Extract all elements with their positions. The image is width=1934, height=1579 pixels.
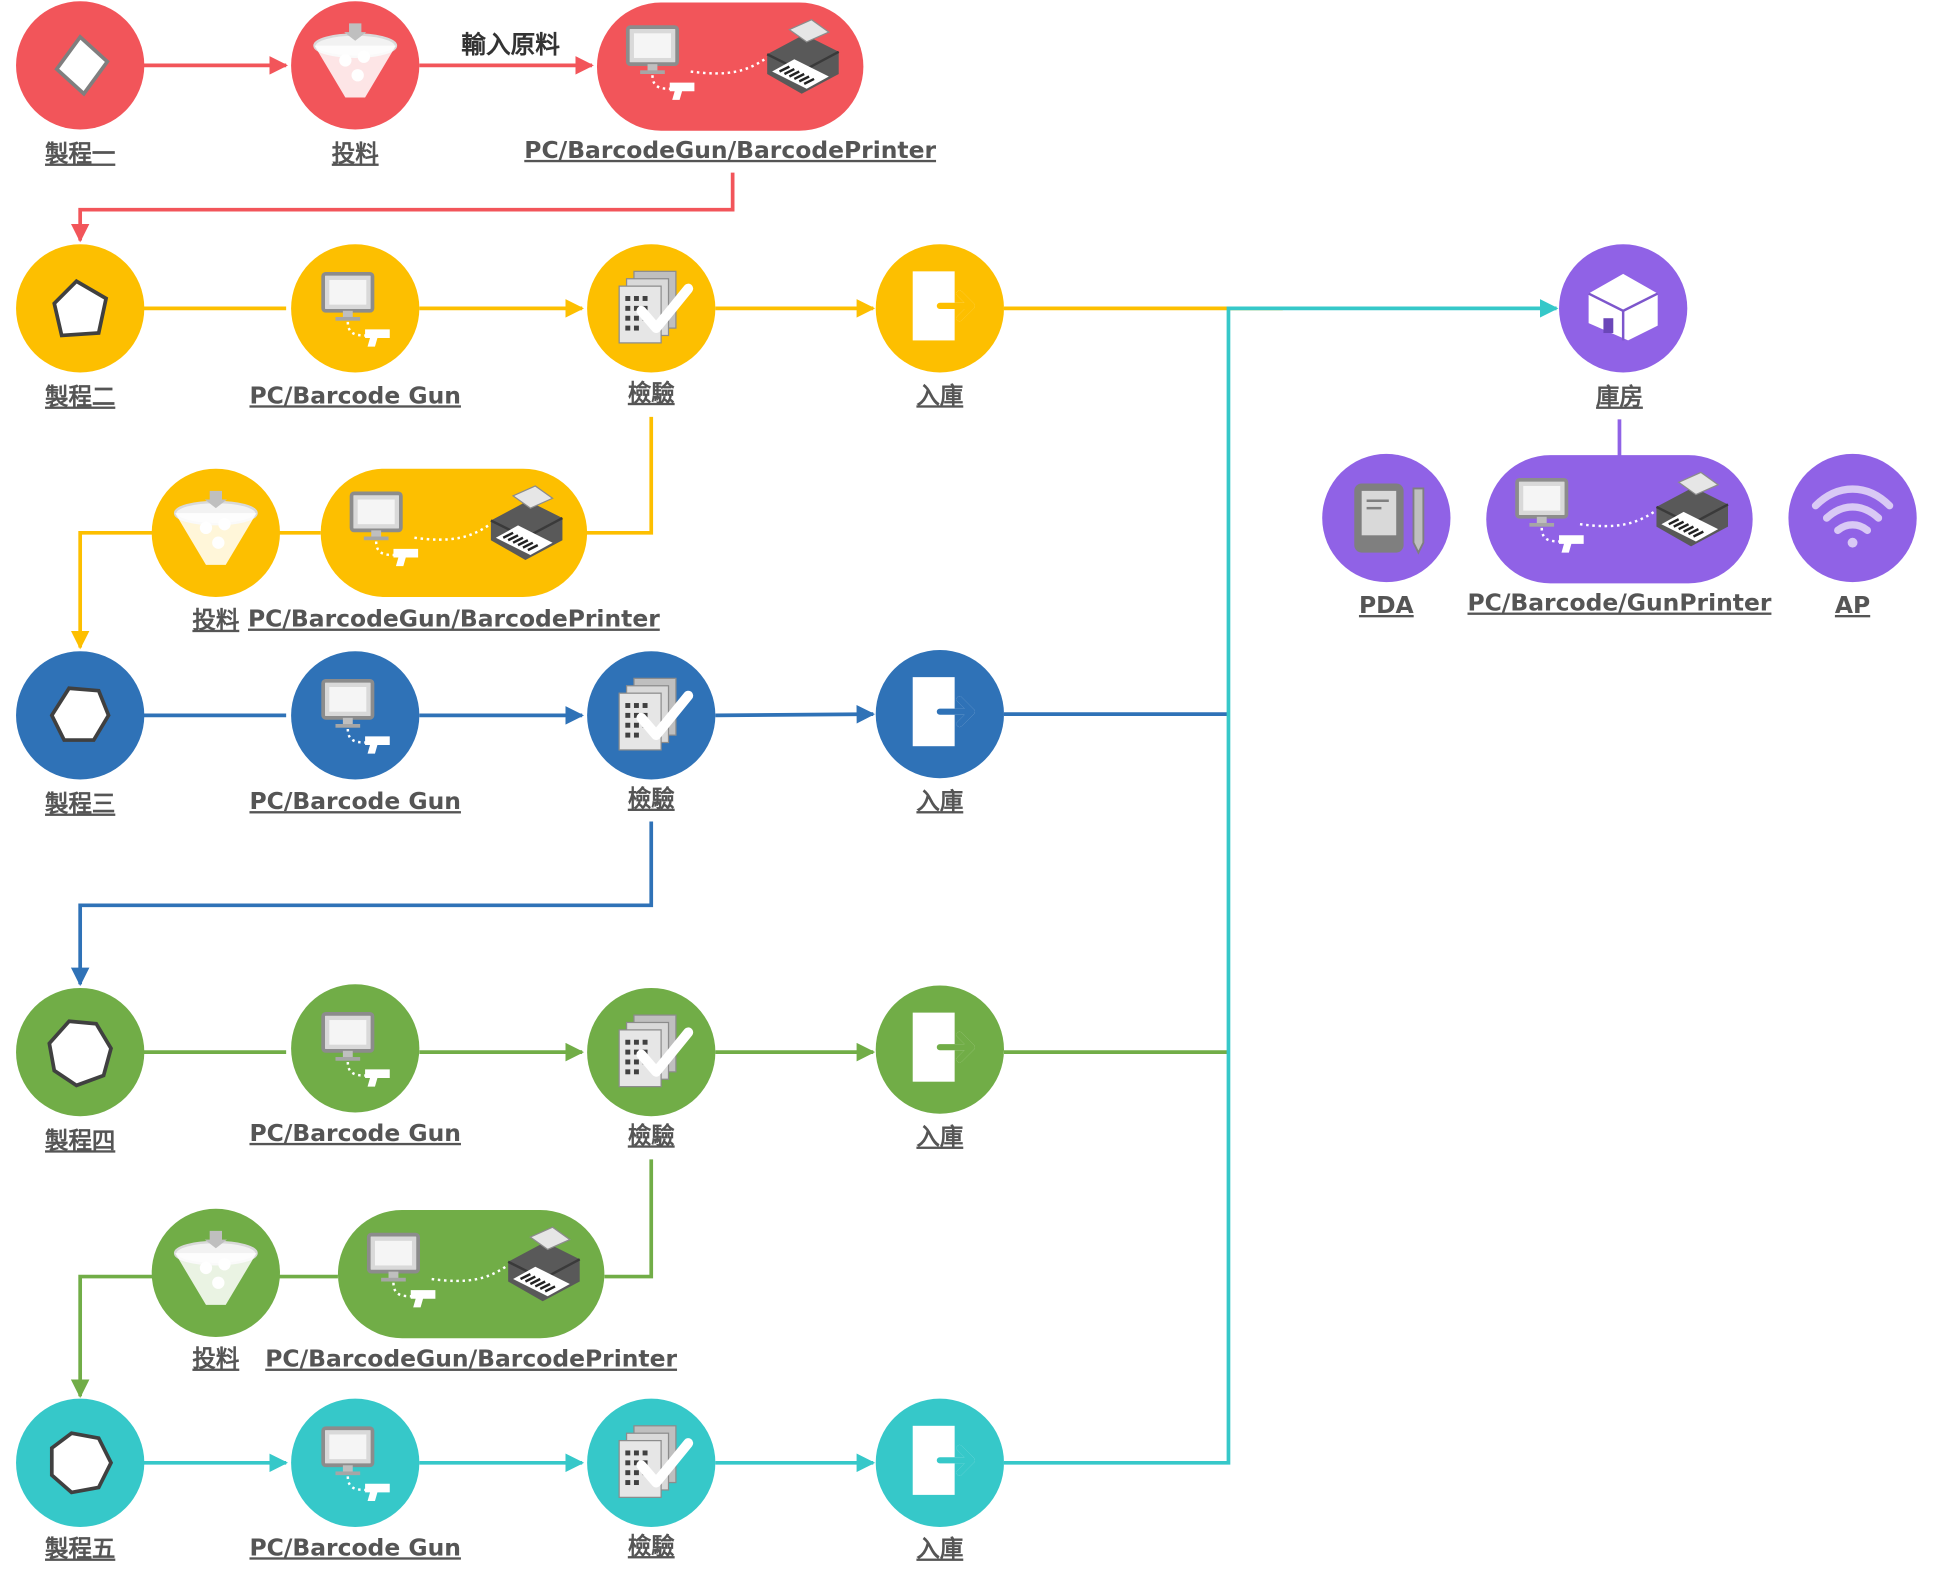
process3-store-node[interactable] [875,650,1004,779]
process2-label: 製程二 [45,383,115,411]
process4-station-node[interactable] [291,984,420,1113]
feed2-label: 投料 [192,606,239,634]
warehouse-icon [1588,273,1659,341]
process1-node[interactable] [16,1,145,130]
process3-inspect-label: 檢驗 [628,785,675,813]
ap-node[interactable] [1788,453,1917,583]
feed2-station-node[interactable] [320,468,588,597]
pda-node[interactable] [1322,453,1451,583]
process1-station-label: PC/BarcodeGun/BarcodePrinter [524,136,936,164]
process3-inspect-node[interactable] [587,651,716,780]
process5-inspect-label: 檢驗 [628,1532,675,1560]
process5-store-label: 入庫 [916,1535,963,1563]
process4-store-label: 入庫 [916,1123,963,1151]
process3-station-node[interactable] [291,651,420,780]
process2-station-node[interactable] [291,244,420,373]
process3-label: 製程三 [45,790,115,818]
process4-inspect-label: 檢驗 [628,1121,675,1149]
process2-inspect-label: 檢驗 [628,379,675,407]
process2-store-label: 入庫 [916,381,963,409]
edge-label-input-material: 輸入原料 [461,30,560,59]
feed2-station-label: PC/BarcodeGun/BarcodePrinter [248,605,660,633]
process4-node[interactable] [16,987,145,1117]
pda-label: PDA [1359,591,1415,619]
wifi-icon [1811,485,1894,548]
feed4-station-label: PC/BarcodeGun/BarcodePrinter [265,1345,677,1373]
process3-node[interactable] [16,651,145,780]
connector-lines [70,56,1622,1473]
gem-icon [54,34,110,97]
warehouse-label: 庫房 [1596,383,1643,411]
process1-feed-label: 投料 [332,140,379,168]
feed4-label: 投料 [192,1345,239,1373]
pda-icon [1354,483,1425,555]
feed4-station-node[interactable] [337,1209,605,1339]
process2-store-node[interactable] [875,244,1004,373]
process1-station-node[interactable] [596,2,864,131]
process5-inspect-node[interactable] [587,1398,716,1527]
process4-store-node[interactable] [875,985,1004,1114]
warehouse-node[interactable] [1559,244,1688,373]
process5-label: 製程五 [45,1535,115,1563]
ap-label: AP [1835,591,1870,619]
feed4-node[interactable] [151,1208,280,1338]
gem-icon [52,278,109,338]
warehouse-printer-label: PC/Barcode/GunPrinter [1467,589,1771,617]
process3-station-label: PC/Barcode Gun [249,787,460,815]
gem-icon [49,686,111,742]
gem-icon [47,1019,113,1088]
process3-store-label: 入庫 [916,787,963,815]
process2-node[interactable] [16,244,145,373]
process5-store-node[interactable] [875,1398,1004,1527]
process4-inspect-node[interactable] [587,987,716,1117]
warehouse-printer-node[interactable] [1486,455,1753,584]
feed2-node[interactable] [151,468,280,597]
process4-label: 製程四 [45,1126,115,1154]
process5-station-label: PC/Barcode Gun [249,1533,460,1561]
gem-icon [49,1431,114,1495]
process5-node[interactable] [16,1398,145,1527]
process5-station-node[interactable] [291,1398,420,1527]
process2-station-label: PC/Barcode Gun [249,381,460,409]
process4-station-label: PC/Barcode Gun [249,1119,460,1147]
process2-inspect-node[interactable] [587,244,716,373]
process1-feed-node[interactable] [291,1,420,130]
process1-label: 製程一 [45,140,115,168]
